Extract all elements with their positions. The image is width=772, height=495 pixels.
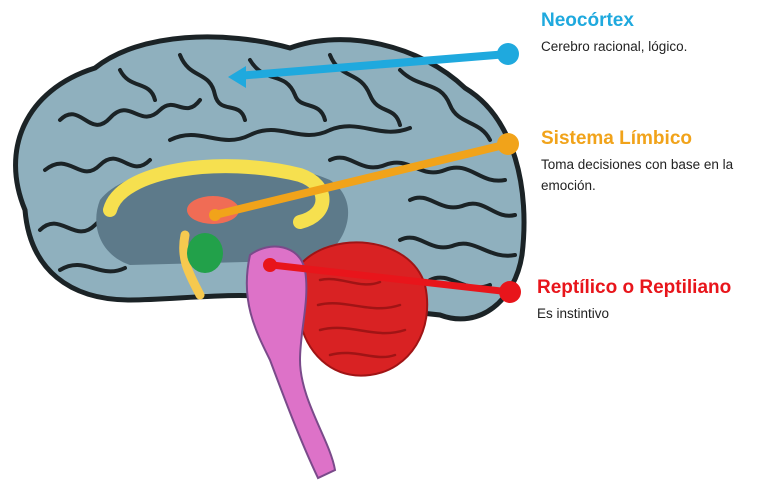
pointer-dot	[499, 281, 521, 303]
neocortex-description: Cerebro racional, lógico.	[541, 36, 771, 57]
label-limbic: Sistema Límbico Toma decisiones con base…	[541, 128, 771, 196]
pointer-end	[263, 258, 277, 272]
pointer-dot	[497, 43, 519, 65]
neocortex-title: Neocórtex	[541, 10, 771, 32]
label-reptilian: Reptílico o Reptiliano Es instintivo	[537, 277, 772, 324]
cerebellum	[300, 242, 427, 375]
pointer-end	[209, 209, 221, 221]
label-neocortex: Neocórtex Cerebro racional, lógico.	[541, 10, 771, 57]
pointer-dot	[497, 133, 519, 155]
limbic-title: Sistema Límbico	[541, 128, 771, 150]
reptilian-title: Reptílico o Reptiliano	[537, 277, 772, 299]
limbic-description: Toma decisiones con base en la emoción.	[541, 154, 771, 196]
reptilian-description: Es instintivo	[537, 303, 772, 324]
amygdala	[187, 233, 223, 273]
